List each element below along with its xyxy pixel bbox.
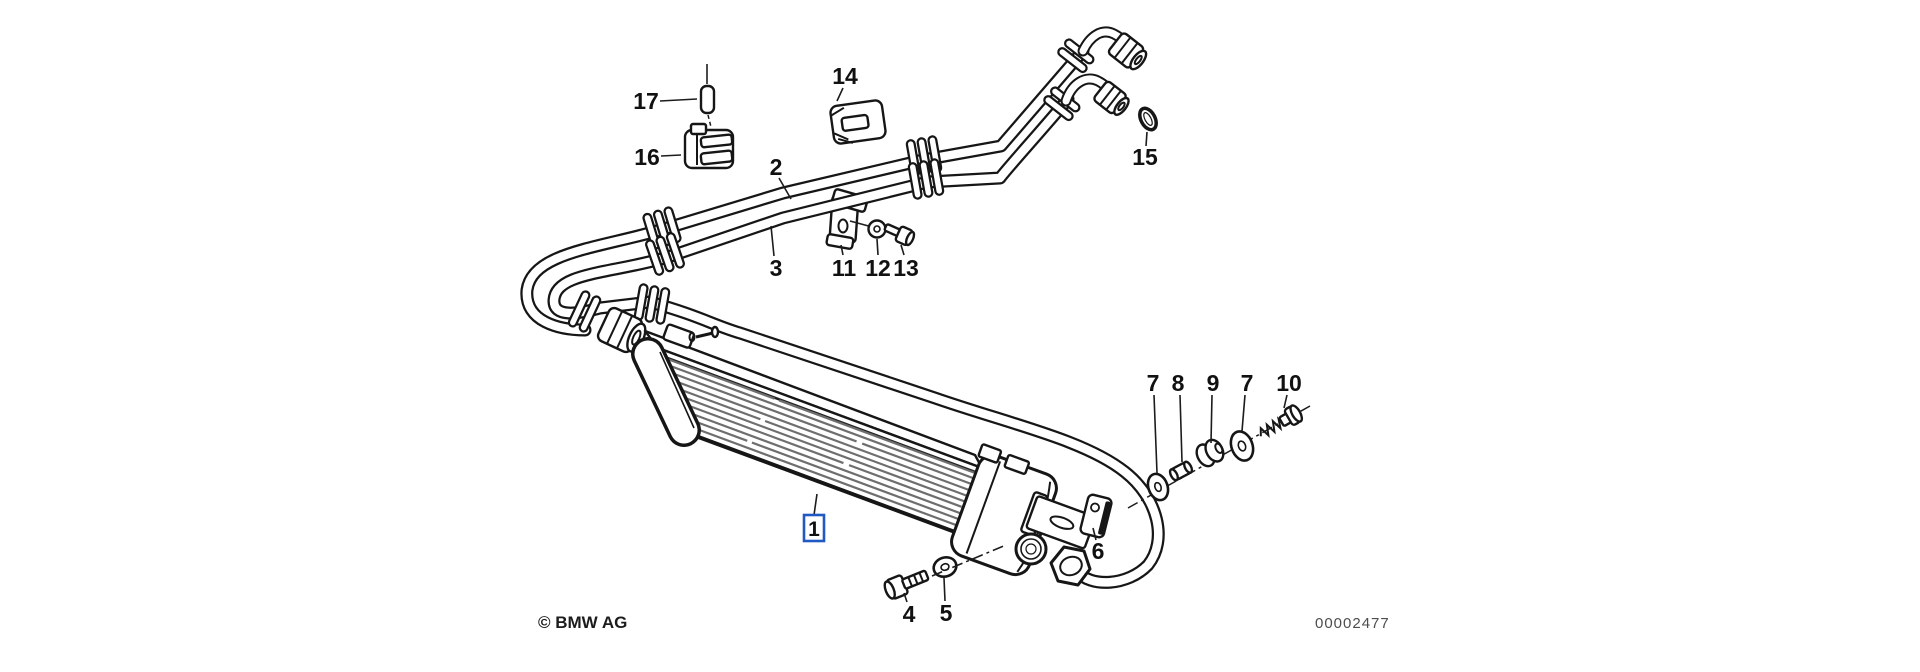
- part-label-8[interactable]: 8: [1172, 370, 1185, 396]
- part-label-5[interactable]: 5: [940, 600, 953, 626]
- part-label-9[interactable]: 9: [1207, 370, 1220, 396]
- part-label-14[interactable]: 14: [832, 63, 858, 89]
- part-label-11[interactable]: 11: [832, 255, 857, 281]
- part-label-2[interactable]: 2: [770, 154, 783, 180]
- part-oring-15-drawing: [1138, 106, 1158, 132]
- assembly-axis-bolt-4: [931, 544, 1007, 577]
- part-label-7a[interactable]: 7: [1147, 370, 1160, 396]
- part-label-17[interactable]: 17: [633, 88, 659, 114]
- part-label-1: 1: [808, 518, 820, 541]
- part-label-6[interactable]: 6: [1092, 538, 1105, 564]
- oil-cooler-end-tank-drawing: [950, 443, 1097, 577]
- part-label-12[interactable]: 12: [865, 255, 891, 281]
- part-washer-5-drawing: [932, 555, 958, 579]
- hose-end-fitting-upper: [1077, 26, 1148, 71]
- part-plate-6-drawing: [1079, 493, 1113, 539]
- part-bolt-4-drawing: [883, 569, 930, 600]
- part-washer-12-drawing: [867, 219, 887, 239]
- part-label-1-selected[interactable]: 1: [802, 513, 826, 543]
- part-spacer-8-drawing: [1168, 460, 1194, 482]
- part-label-7b[interactable]: 7: [1241, 370, 1254, 396]
- part-clamp-14-drawing: [829, 99, 887, 145]
- hose-3-end-nut-drawing: [1049, 545, 1092, 587]
- part-label-13[interactable]: 13: [893, 255, 919, 281]
- part-label-16[interactable]: 16: [634, 144, 660, 170]
- part-pin-17-drawing: [699, 64, 716, 128]
- leader-lines: [659, 87, 1288, 603]
- copyright-text: © BMW AG: [538, 613, 627, 632]
- part-grommet-9-drawing: [1195, 438, 1225, 468]
- part-screw-10-drawing: [1259, 404, 1304, 439]
- hose-sleeves: [633, 38, 1095, 325]
- hose-end-fitting-lower: [1060, 73, 1130, 116]
- part-label-3[interactable]: 3: [770, 255, 783, 281]
- part-bolt-13-drawing: [883, 223, 916, 247]
- drawing-number: 00002477: [1315, 615, 1390, 632]
- part-label-4[interactable]: 4: [903, 601, 916, 627]
- part-1-highlight-box: [802, 513, 826, 543]
- part-washer-7a-drawing: [1146, 472, 1170, 502]
- part-washer-7b-drawing: [1229, 430, 1255, 462]
- hose-2-drawing: [520, 44, 1090, 337]
- part-label-10[interactable]: 10: [1276, 370, 1302, 396]
- part-clamp-16-drawing: [683, 122, 735, 170]
- part-label-15[interactable]: 15: [1132, 144, 1158, 170]
